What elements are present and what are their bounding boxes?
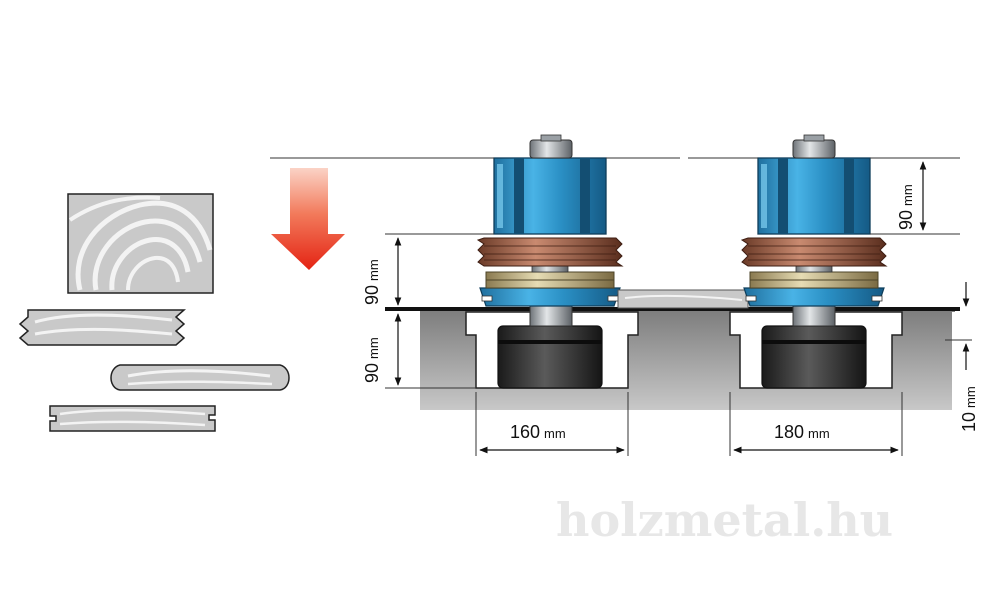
right-cutter-assembly <box>740 134 888 389</box>
wood-board-rounded <box>110 364 290 391</box>
left-cutter-assembly <box>476 134 624 389</box>
dim-label-gap: 10mm <box>959 386 979 432</box>
dim-label-top-right: 90mm <box>896 184 916 230</box>
wood-board-zigzag <box>18 309 186 346</box>
dim-label-left-upper: 90mm <box>362 259 382 305</box>
workpiece-board <box>617 289 749 309</box>
machine-table <box>385 307 960 410</box>
dim-label-left-lower: 90mm <box>362 337 382 383</box>
wood-board-tongue-groove <box>49 405 216 432</box>
watermark: holzmetal.hu <box>556 493 893 547</box>
dimension-arrows <box>394 161 970 454</box>
wood-block-crosssection <box>67 193 214 294</box>
reference-lines <box>270 157 972 456</box>
down-arrow-icon <box>271 168 345 270</box>
